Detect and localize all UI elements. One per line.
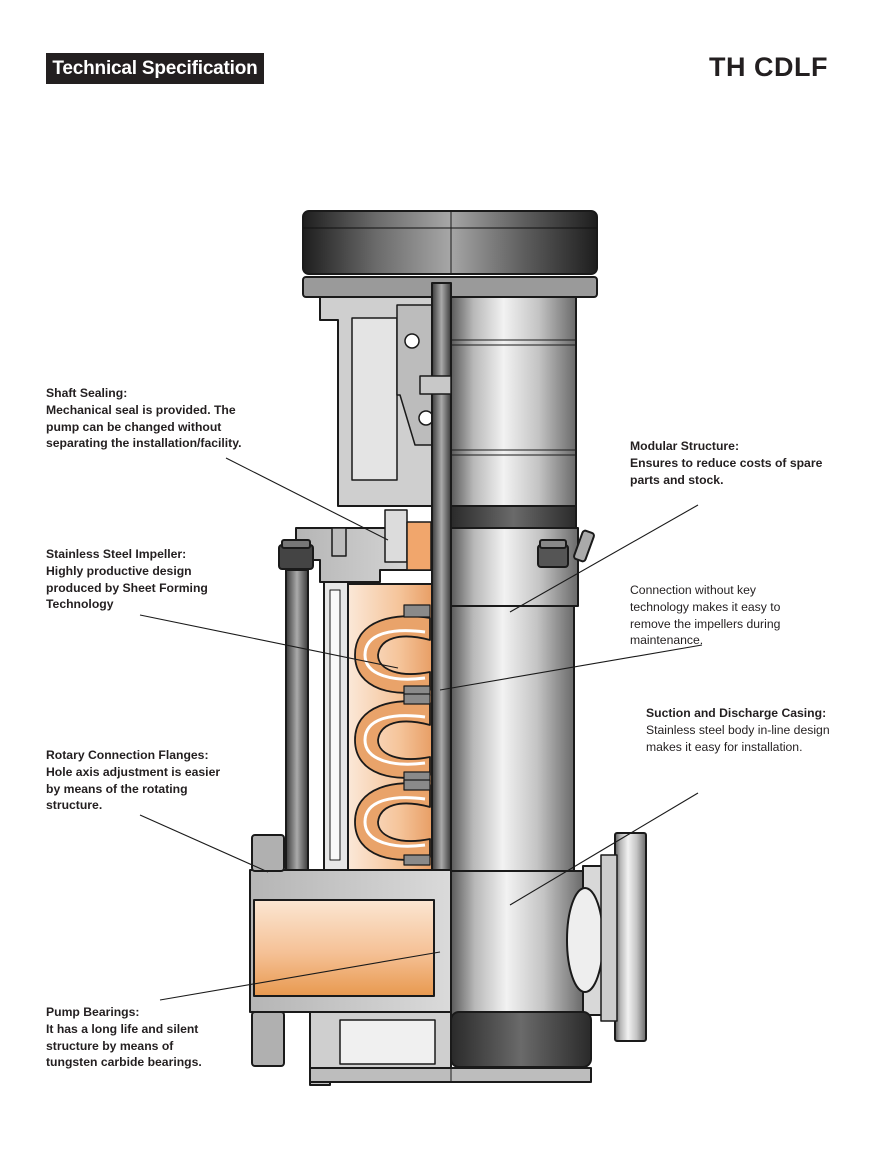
motor-cap: [302, 210, 598, 275]
callout-keyless: Connection without key technology makes …: [630, 582, 805, 649]
leader-keyless: [439, 644, 703, 691]
leader-bearings: [159, 951, 441, 1001]
callout-modular: Modular Structure: Ensures to reduce cos…: [630, 438, 830, 488]
callout-body: Mechanical seal is provided. The pump ca…: [46, 402, 242, 451]
impeller-stage-3: [354, 779, 431, 866]
motor-body: [450, 296, 577, 513]
section-badge: Technical Specification: [46, 53, 264, 84]
leader-impeller: [139, 614, 399, 669]
callout-title: Rotary Connection Flanges:: [46, 748, 209, 762]
callout-body: Ensures to reduce costs of spare parts a…: [630, 455, 823, 487]
callout-body: Stainless steel body in-line design make…: [646, 722, 830, 754]
motor-lower-band: [450, 505, 577, 529]
callout-body: Connection without key technology makes …: [630, 583, 781, 648]
model-name: TH CDLF: [709, 52, 828, 82]
leader-shaft-sealing: [225, 457, 389, 541]
callout-body: Hole axis adjustment is easier by means …: [46, 764, 221, 813]
callout-title: Suction and Discharge Casing:: [646, 706, 827, 720]
callout-title: Pump Bearings:: [46, 1005, 140, 1019]
callout-body: Highly productive design produced by She…: [46, 563, 208, 612]
flange-left: [251, 834, 285, 872]
callout-bearings: Pump Bearings: It has a long life and si…: [46, 1004, 211, 1071]
leader-modular: [509, 504, 699, 613]
impeller-stage-1: [354, 604, 431, 697]
callout-shaft-sealing: Shaft Sealing: Mechanical seal is provid…: [46, 385, 261, 452]
callout-title: Modular Structure:: [630, 439, 740, 453]
base-foot-band: [450, 1011, 592, 1068]
pump-body: [450, 605, 575, 872]
callout-title: Shaft Sealing:: [46, 386, 128, 400]
leader-lines: [139, 457, 703, 1001]
callout-flanges: Rotary Connection Flanges: Hole axis adj…: [46, 747, 226, 814]
leader-casing: [509, 792, 699, 906]
tie-rod-left: [285, 569, 309, 891]
impeller-stage-2: [354, 693, 431, 783]
flange-right: [614, 832, 647, 1042]
suction-channel: [253, 899, 435, 997]
callout-title: Stainless Steel Impeller:: [46, 547, 187, 561]
callout-impeller: Stainless Steel Impeller: Highly product…: [46, 546, 221, 613]
leader-flanges: [139, 814, 269, 873]
casing-exterior: [450, 870, 584, 1018]
callout-casing: Suction and Discharge Casing: Stainless …: [646, 705, 836, 755]
callout-body: It has a long life and silent structure …: [46, 1021, 202, 1070]
